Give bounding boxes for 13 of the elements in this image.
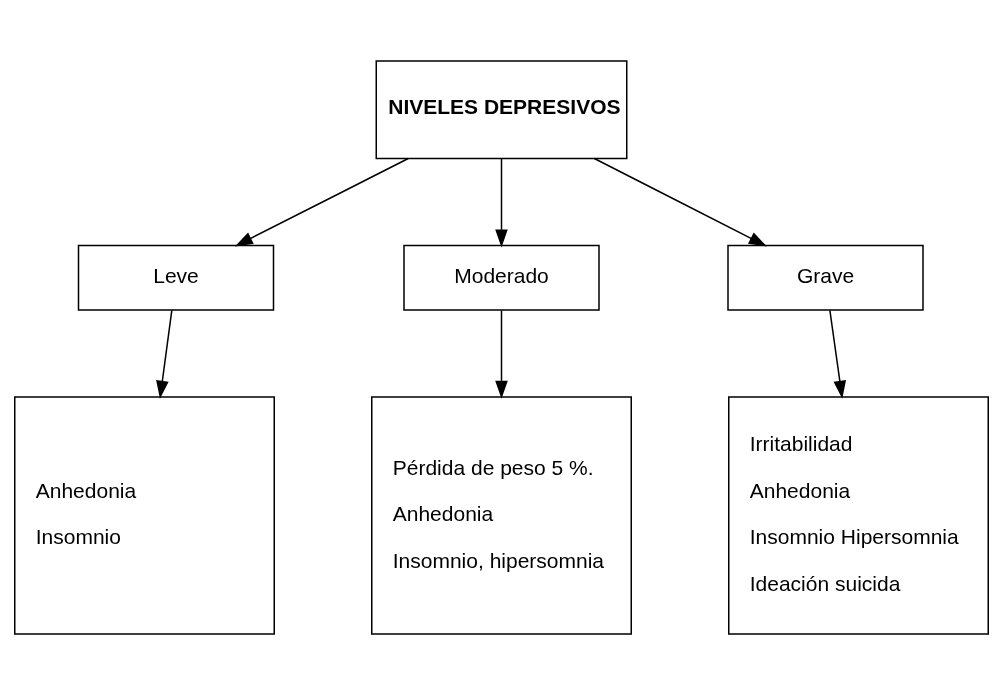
node-box: Pérdida de peso 5 %. Anhedonia Insomnio, hipersomnia	[371, 395, 632, 635]
node-box: Anhedonia Insomnio	[14, 395, 275, 635]
arrow	[495, 157, 508, 247]
arrow	[156, 309, 173, 399]
node-box: Grave	[727, 244, 924, 311]
arrow	[593, 157, 767, 246]
node-box: Irritabilidad Anhedonia Insomnio Hipersomnia Ideación suicida	[728, 395, 989, 635]
arrow	[495, 309, 508, 399]
node-box: NIVELES DEPRESIVOS	[375, 59, 628, 159]
arrow	[234, 157, 409, 246]
node-box: Leve	[77, 244, 275, 311]
arrow	[829, 309, 847, 399]
node-box: Moderado	[403, 244, 600, 311]
